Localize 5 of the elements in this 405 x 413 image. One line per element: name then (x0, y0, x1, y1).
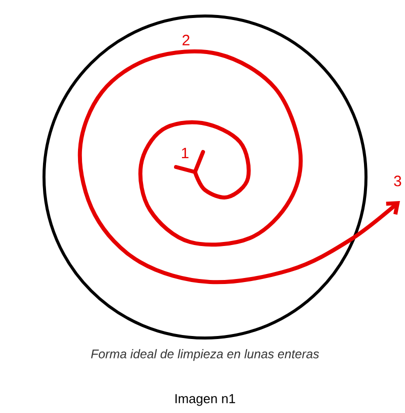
caption: Forma ideal de limpieza en lunas enteras (91, 349, 319, 361)
spiral-number: 1 (182, 148, 188, 158)
spiral-number: 2 (182, 34, 190, 46)
spiral-number: 3 (394, 176, 402, 186)
figure-label: Imagen n1 (176, 394, 236, 406)
